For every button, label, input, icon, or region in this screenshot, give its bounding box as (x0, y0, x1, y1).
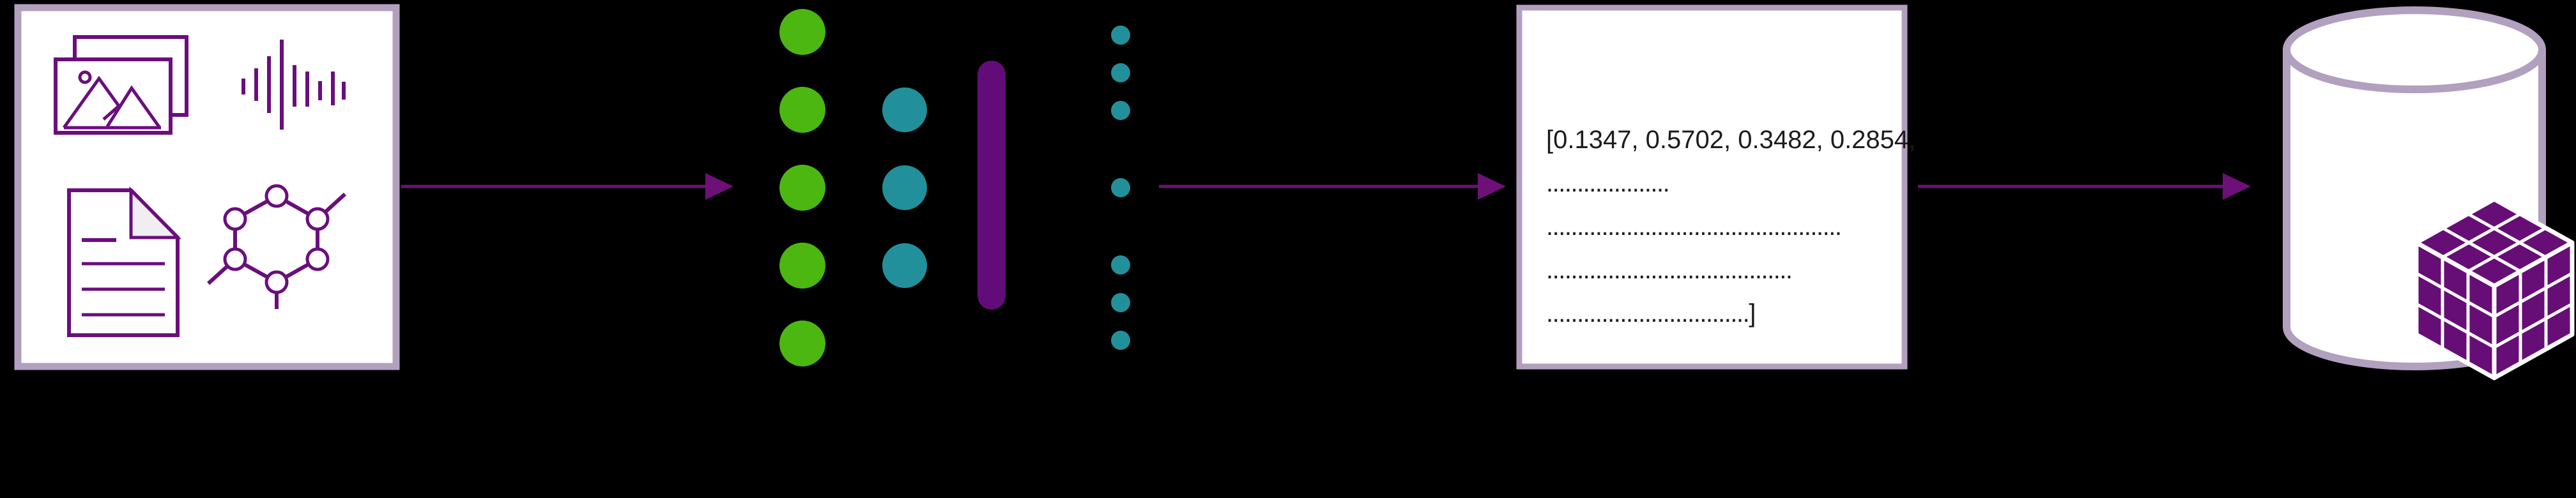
green-neuron (779, 9, 825, 55)
green-neuron (779, 243, 825, 289)
vector-values-line: [0.1347, 0.5702, 0.3482, 0.2854, (1546, 126, 1915, 154)
images-icon (54, 35, 188, 135)
input-data-box (14, 4, 400, 370)
green-neuron (779, 321, 825, 366)
molecule-icon (206, 184, 347, 309)
vector-box-frame (1516, 4, 1908, 370)
dense-layer-bar (977, 61, 1006, 310)
output-dot (1111, 255, 1130, 275)
arrow-input-to-model (401, 173, 733, 200)
embedding-vector-box: [0.1347, 0.5702, 0.3482, 0.2854, .......… (1516, 4, 1915, 370)
network-hidden-layer (882, 87, 927, 288)
audio-waveform-icon (241, 40, 346, 130)
output-dot (1111, 63, 1130, 82)
embedding-model-network (779, 9, 1130, 366)
teal-neuron (882, 87, 927, 132)
vector-ellipsis-line: .................... (1546, 169, 1669, 197)
output-dot (1111, 101, 1130, 120)
output-dot (1111, 293, 1130, 312)
output-dot (1111, 26, 1130, 45)
document-icon (67, 186, 181, 337)
arrow-vector-to-database (1918, 173, 2251, 200)
output-dot (1111, 178, 1130, 197)
teal-neuron (882, 165, 927, 210)
vector-cube-icon (2414, 197, 2575, 381)
arrowhead-icon (1478, 173, 1506, 200)
vector-closing-line: .................................] (1546, 299, 1755, 328)
vector-database (2283, 6, 2575, 381)
network-input-layer (779, 9, 825, 366)
arrow-model-to-vector (1159, 173, 1506, 200)
arrowhead-icon (2223, 173, 2251, 200)
vector-ellipsis-line: ........................................ (1546, 256, 1792, 284)
vector-ellipsis-line: ........................................… (1546, 213, 1841, 241)
green-neuron (779, 165, 825, 211)
green-neuron (779, 87, 825, 133)
output-dot (1111, 331, 1130, 350)
teal-neuron (882, 243, 927, 288)
arrowhead-icon (705, 173, 733, 200)
network-output-dots (1111, 26, 1130, 350)
